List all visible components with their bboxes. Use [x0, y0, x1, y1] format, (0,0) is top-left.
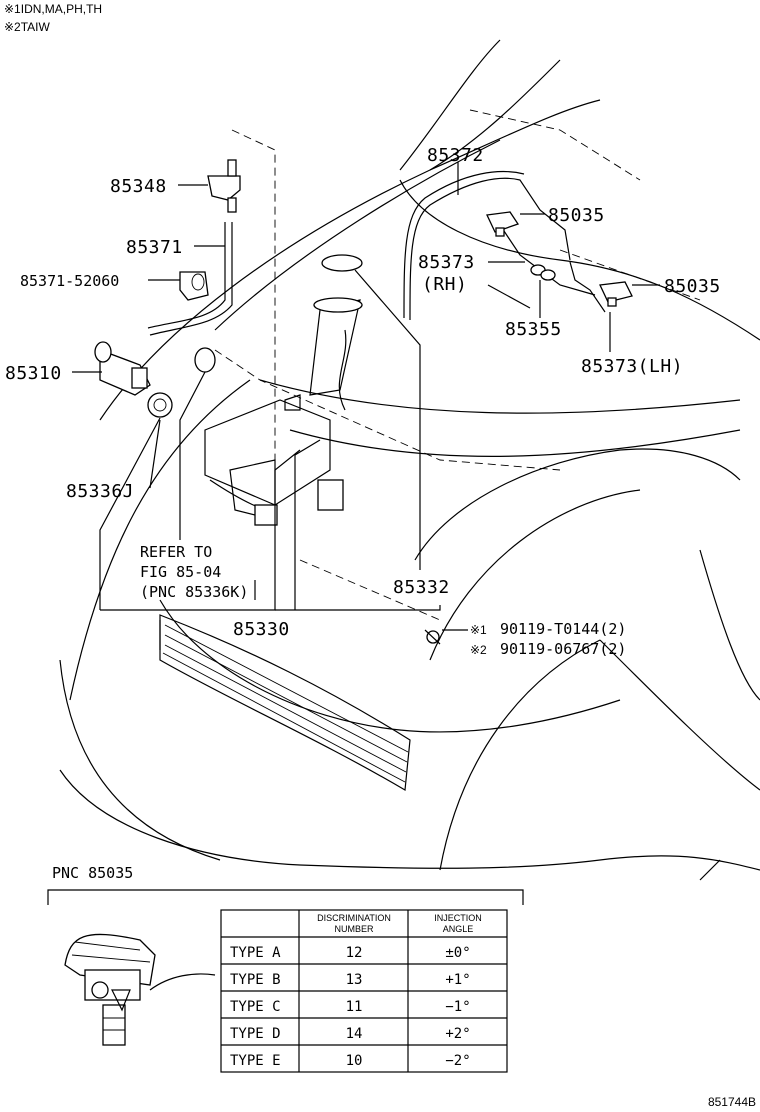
row-c-type: TYPE C: [230, 999, 281, 1015]
header-injection: INJECTION: [434, 913, 482, 923]
label-85348: 85348: [110, 176, 167, 197]
label-85035-b: 85035: [664, 276, 721, 297]
label-bolt-2: 90119-06767(2): [500, 640, 626, 658]
hose-joint-85355: [530, 264, 556, 281]
row-e-type: TYPE E: [230, 1053, 281, 1069]
row-d-number: 14: [346, 1026, 363, 1042]
label-85330: 85330: [233, 619, 290, 640]
row-e-number: 10: [346, 1053, 363, 1069]
row-a-angle: ±0°: [445, 945, 470, 961]
row-d-angle: +2°: [445, 1026, 470, 1042]
row-a-number: 12: [346, 945, 363, 961]
refer-note: REFER TO FIG 85-04 (PNC 85336K): [140, 543, 248, 601]
row-d-type: TYPE D: [230, 1026, 281, 1042]
label-85373-lh: 85373(LH): [581, 356, 683, 377]
check-valve-85348: [207, 159, 241, 213]
svg-text:NUMBER: NUMBER: [334, 924, 374, 934]
figure-id: 851744B: [708, 1095, 756, 1109]
header-discrimination: DISCRIMINATION: [317, 913, 391, 923]
label-85336j: 85336J: [66, 481, 134, 502]
detail-bracket: [47, 889, 524, 905]
label-85373-rh-side: (RH): [422, 274, 467, 295]
label-85310: 85310: [5, 363, 62, 384]
label-85371: 85371: [126, 237, 183, 258]
bolt2-mark: ※2: [470, 643, 487, 657]
car-body-outline: [59, 39, 760, 881]
hose-85372: [409, 177, 571, 321]
washer-pump-85310: [94, 341, 151, 396]
svg-text:ANGLE: ANGLE: [443, 924, 474, 934]
label-85372: 85372: [427, 145, 484, 166]
tank-cap: [321, 254, 363, 272]
label-85035-a: 85035: [548, 205, 605, 226]
row-a-type: TYPE A: [230, 945, 281, 961]
refer-line-3: (PNC 85336K): [140, 583, 248, 601]
row-c-angle: −1°: [445, 999, 470, 1015]
leader-lines: [72, 162, 660, 631]
washer-nozzle-rh: [486, 211, 520, 237]
clamp-85371-52060: [179, 271, 209, 301]
grommet-85336j: [147, 392, 173, 418]
discrimination-table: DISCRIMINATION NUMBER INJECTION ANGLE TY…: [220, 909, 508, 1073]
refer-line-2: FIG 85-04: [140, 563, 221, 581]
label-bolt-1: 90119-T0144(2): [500, 620, 626, 638]
washer-tank: [204, 254, 363, 526]
label-85373-rh-num: 85373: [418, 252, 475, 273]
reference-dashed-lines: [214, 109, 701, 621]
row-e-angle: −2°: [445, 1053, 470, 1069]
label-85355: 85355: [505, 319, 562, 340]
detail-title: PNC 85035: [52, 864, 133, 882]
refer-line-1: REFER TO: [140, 543, 212, 561]
note-1: ※1IDN,MA,PH,TH: [4, 2, 102, 16]
washer-nozzle-lh: [599, 281, 633, 307]
nozzle-detail-illustration: [64, 933, 216, 1046]
note-2: ※2TAIW: [4, 20, 51, 34]
row-b-angle: +1°: [445, 972, 470, 988]
label-85371-52060: 85371-52060: [20, 272, 119, 290]
front-grille: [159, 614, 411, 791]
row-b-number: 13: [346, 972, 363, 988]
label-85332: 85332: [393, 577, 450, 598]
grommet-85336k: [194, 347, 216, 373]
bolt1-mark: ※1: [470, 623, 487, 637]
row-c-number: 11: [346, 999, 363, 1015]
header-discrimination-text: DISCRIMINATION: [317, 913, 391, 923]
bolt: [424, 629, 441, 645]
hose-85371: [147, 222, 226, 329]
row-b-type: TYPE B: [230, 972, 281, 988]
